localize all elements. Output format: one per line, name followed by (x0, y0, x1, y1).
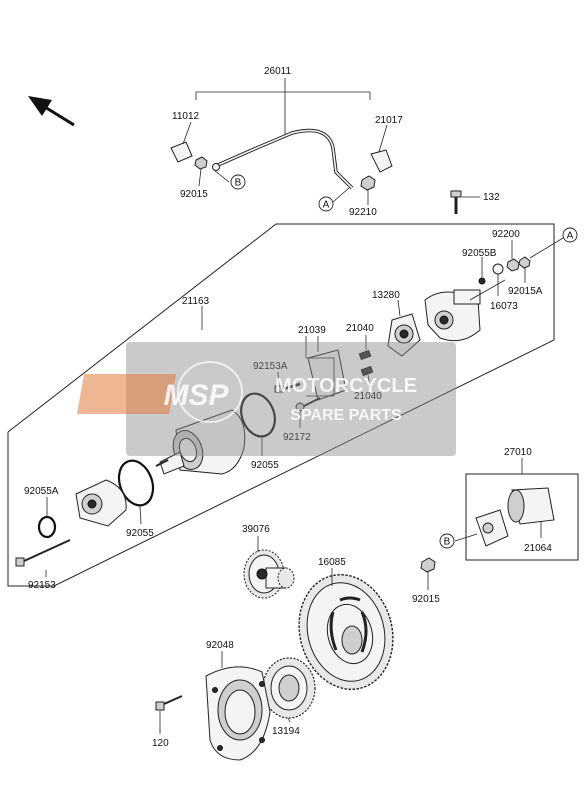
label-92153: 92153 (28, 580, 56, 591)
label-92210: 92210 (349, 207, 377, 218)
label-92015-bottom: 92015 (412, 594, 440, 605)
idle-gear-39076 (243, 536, 295, 599)
label-92015a: 92015A (508, 286, 543, 297)
label-132: 132 (483, 192, 500, 203)
watermark-brand: MSP (163, 379, 229, 412)
brush-holder-13280 (387, 299, 421, 357)
o-ring-92055a (37, 515, 57, 539)
label-16073: 16073 (490, 301, 518, 312)
label-92055b: 92055B (462, 248, 497, 259)
label-13194: 13194 (272, 726, 300, 737)
starter-gear-16085 (298, 568, 394, 690)
clutch-housing-92048 (205, 651, 271, 761)
svg-text:A: A (567, 231, 574, 242)
watermark-line1: MOTORCYCLE (275, 375, 417, 397)
label-92153a: 92153A (253, 361, 288, 372)
nut-92015a (518, 256, 531, 269)
brush-21040-b (360, 365, 374, 389)
callout-a-right: A (562, 227, 578, 243)
one-way-clutch-13194 (262, 657, 316, 723)
callout-b-bottom: B (439, 533, 455, 549)
label-13280: 13280 (372, 290, 400, 301)
label-11012: 11012 (172, 111, 200, 122)
washer-16073 (492, 263, 504, 275)
label-21163: 21163 (182, 296, 210, 307)
starter-assembly-frame (7, 223, 555, 587)
relay-assembly-frame (454, 458, 579, 561)
bolt-132 (450, 190, 480, 214)
label-92055-lower: 92055 (126, 528, 154, 539)
o-ring-92055-lower (117, 459, 155, 507)
label-21040-b: 21040 (354, 391, 382, 402)
svg-text:B: B (235, 178, 242, 189)
label-39076: 39076 (242, 524, 270, 535)
motor-yoke (155, 409, 246, 475)
rear-end-cover (424, 279, 506, 342)
o-ring-92055-upper (240, 392, 276, 438)
watermark-line2: SPARE PARTS (290, 407, 402, 424)
cable-assembly (170, 78, 393, 205)
label-21017: 21017 (375, 115, 403, 126)
label-21064: 21064 (524, 543, 552, 554)
bolt-120 (155, 695, 183, 734)
label-27010: 27010 (504, 447, 532, 458)
nut-92015-bottom (420, 557, 436, 573)
label-21040-a: 21040 (346, 323, 374, 334)
label-120: 120 (152, 738, 169, 749)
label-92055a: 92055A (24, 486, 59, 497)
label-16085: 16085 (318, 557, 346, 568)
front-end-cover (75, 479, 127, 527)
svg-text:A: A (323, 200, 330, 211)
label-92200: 92200 (492, 229, 520, 240)
nut-92200 (506, 258, 520, 272)
bolt-92153 (15, 539, 71, 577)
label-92055-upper: 92055 (251, 460, 279, 471)
direction-arrow-icon (28, 96, 75, 127)
label-26011: 26011 (264, 66, 292, 77)
watermark: MSP MOTORCYCLE SPARE PARTS (77, 342, 456, 456)
o-ring-92055b (478, 277, 486, 285)
screw-92153a (274, 371, 301, 393)
brush-21040-a (358, 335, 372, 361)
label-92015-top: 92015 (180, 189, 208, 200)
brush-plate-21039 (305, 336, 347, 401)
label-92172: 92172 (283, 432, 311, 443)
screw-92172 (295, 397, 321, 428)
label-92048: 92048 (206, 640, 234, 651)
callout-a-top: A (318, 196, 334, 212)
callout-b-top: B (230, 174, 246, 190)
svg-text:B: B (444, 537, 451, 548)
label-21039: 21039 (298, 325, 326, 336)
part-labels: 26011 11012 21017 92015 92210 132 92200 … (24, 66, 552, 749)
